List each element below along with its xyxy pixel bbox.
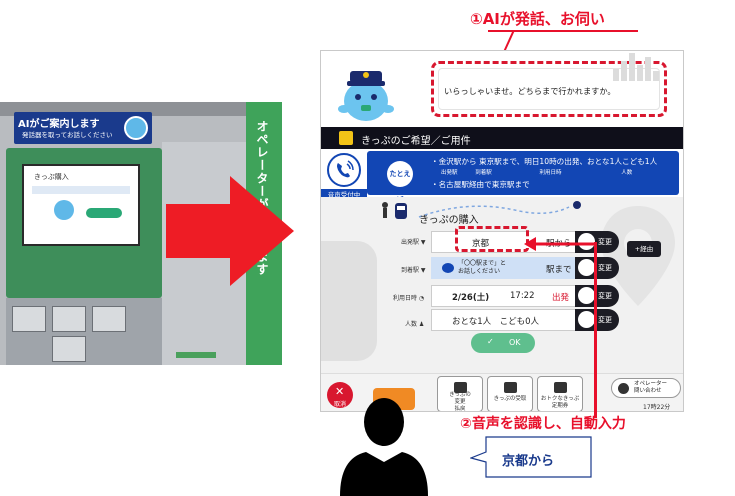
arrival-field[interactable]: 「〇〇駅まで」と お話しください 駅まで: [431, 257, 581, 279]
person-silhouette-icon: [340, 398, 428, 496]
change-refund-button[interactable]: きっぷの 変更 払戻: [437, 376, 483, 411]
example-sub-date: 利用日時: [539, 170, 562, 176]
datetime-field[interactable]: 2/26(土) 17:22 出発: [431, 285, 581, 307]
ai-guide-sign: AIがご案内します 発話器を取ってお話しください: [14, 112, 152, 144]
section-title-bar: きっぷのご希望／ご用件: [321, 127, 683, 149]
ticket-icon: [454, 382, 467, 393]
example-panel: たとえば ・金沢駅から 東京駅まで、明日10時の出発、おとな1人こども1人 出発…: [367, 151, 679, 204]
ticket-pickup-button[interactable]: きっぷの受取: [487, 376, 533, 411]
arrival-change-button[interactable]: 変更: [575, 257, 619, 279]
machine-screen-button: [86, 208, 122, 218]
ai-guide-sign-subtitle: 発話器を取ってお話しください: [22, 131, 113, 139]
phone-icon: [618, 383, 629, 394]
ticket-icon: [504, 382, 517, 393]
ai-speech-bubble: いらっしゃいませ。どちらまで行かれますか。: [431, 61, 667, 117]
close-icon: ✕: [335, 385, 345, 398]
departure-mode: 出発: [552, 293, 570, 303]
example-line-1: ・金沢駅から 東京駅まで、明日10時の出発、おとな1人こども1人: [431, 157, 658, 166]
clock-time: 17時22分: [643, 404, 671, 411]
departure-label: 出発駅 ▼: [401, 239, 426, 246]
refresh-icon: [578, 259, 595, 276]
user-speech-bubble: [470, 436, 592, 478]
example-sub-to: 到着駅: [475, 170, 492, 176]
ai-speech-inner: [438, 68, 660, 110]
purchase-title: きっぷの購入: [419, 215, 479, 226]
example-sub-people: 人数: [621, 170, 633, 176]
ticket-icon: [339, 131, 353, 145]
annotation-step2-line: [594, 242, 597, 418]
side-label: [176, 352, 216, 358]
user-speech-text: 京都から: [502, 454, 555, 469]
robot-icon: [124, 116, 148, 140]
via-button[interactable]: +経由: [627, 241, 661, 257]
annotation-step2: ②音声を認識し、自動入力: [460, 416, 626, 432]
card-slot: [52, 306, 86, 332]
annotation-arrow-left-icon: [524, 237, 596, 251]
coin-slot: [92, 306, 126, 332]
discount-ticket-button[interactable]: おトクなきっぷ 定期券: [537, 376, 583, 411]
cancel-button[interactable]: ✕ 取消: [327, 382, 353, 408]
departure-value: 京都: [472, 239, 490, 249]
recognized-input-highlight: [455, 226, 529, 252]
ai-message: いらっしゃいませ。どちらまで行かれますか。: [444, 86, 616, 96]
ok-button[interactable]: ✓ OK: [471, 333, 535, 353]
arrow-right-icon: [166, 176, 294, 286]
example-sub-from: 出発駅: [441, 170, 458, 176]
example-line-2: ・名古屋駅経由で東京駅まで: [431, 180, 530, 189]
phone-glyph-icon: [337, 160, 354, 178]
purchase-header-icons: [382, 201, 581, 219]
annotation-step1: ①AIが発話、お伺い: [470, 10, 605, 28]
datetime-change-button[interactable]: 変更: [575, 285, 619, 307]
date-value: 2/26(土): [452, 293, 490, 303]
refresh-icon: [578, 233, 595, 250]
example-tag: たとえば: [387, 161, 413, 204]
people-value: おとな1人 こども0人: [452, 317, 540, 327]
departure-change-button[interactable]: 変更: [575, 231, 619, 253]
arrival-hint: 「〇〇駅まで」と お話しください: [458, 260, 507, 275]
ticket-icon: [554, 382, 567, 393]
ai-mascot-icon: [338, 71, 394, 121]
speech-icon: [442, 263, 454, 273]
refresh-icon: [578, 287, 595, 304]
robot-icon: [54, 200, 74, 220]
check-icon: ✓: [487, 337, 494, 346]
arrival-label: 到着駅 ▼: [401, 267, 426, 274]
people-field[interactable]: おとな1人 こども0人: [431, 309, 581, 331]
ticket-slot: [12, 306, 46, 332]
machine-screen-bar: [32, 186, 130, 194]
machine-screen: きっぷ購入: [22, 164, 140, 246]
voice-status: 音声受付中: [321, 149, 367, 201]
datetime-label: 利用日時 ◔: [393, 295, 425, 302]
bill-slot: [52, 336, 86, 362]
section-title: きっぷのご希望／ご用件: [361, 136, 471, 147]
train-watermark-icon: [321, 241, 377, 361]
machine-screen-title: きっぷ購入: [34, 173, 69, 181]
ai-guide-sign-title: AIがご案内します: [18, 119, 100, 130]
refresh-icon: [578, 311, 595, 328]
people-label: 人数 ♟: [405, 321, 425, 328]
operator-inquiry-button[interactable]: オペレーター 問い合わせ: [611, 378, 681, 398]
ticket-screen: いらっしゃいませ。どちらまで行かれますか。 きっぷのご希望／ご用件 音声受付中 …: [320, 50, 684, 412]
machine-lower-panel: [6, 298, 162, 365]
example-sublabels: 出発駅 到着駅 利用日時 人数: [441, 168, 632, 176]
time-value: 17:22: [510, 291, 535, 301]
arrival-suffix: 駅まで: [546, 265, 572, 275]
annotation-pointer-icon: [503, 30, 515, 53]
phone-icon: [327, 153, 361, 187]
people-change-button[interactable]: 変更: [575, 309, 619, 331]
annotation-step1-underline: [488, 30, 638, 32]
